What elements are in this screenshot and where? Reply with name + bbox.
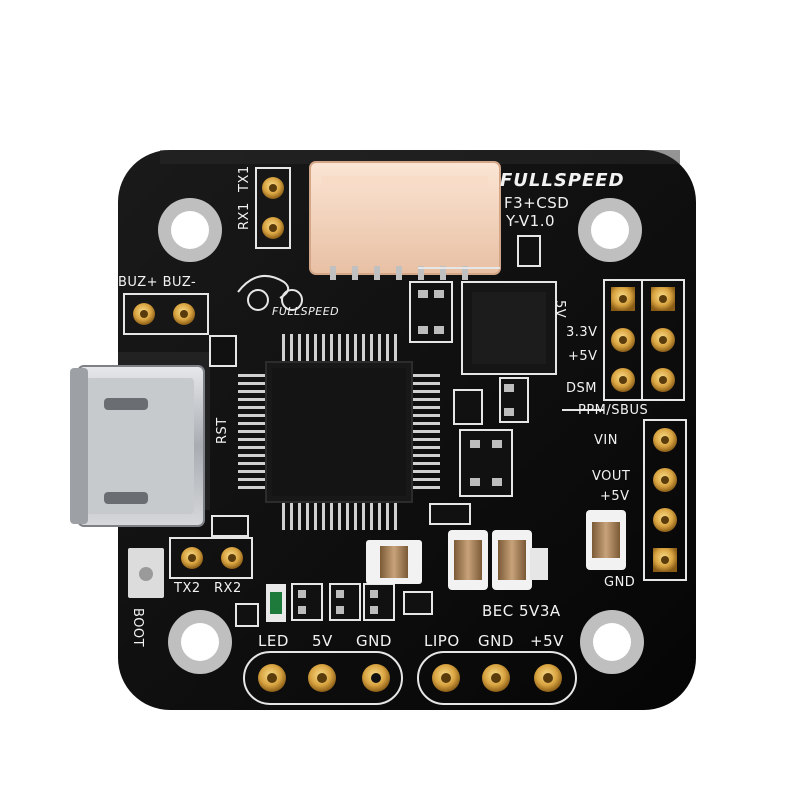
bec-label: BEC 5V3A [482, 602, 561, 620]
smd-components [209, 235, 541, 627]
buzzer-label: BUZ+ BUZ- [118, 275, 197, 290]
bec-gnd-label: GND [478, 632, 514, 650]
uart1-pads [255, 167, 291, 249]
receiver-pads [603, 279, 685, 401]
rst-label: RST [215, 417, 230, 444]
vin-label: VIN [594, 433, 618, 448]
led-label: LED [258, 632, 289, 650]
boot-label: BOOT [130, 608, 145, 648]
right-5v-label: +5V [568, 349, 598, 364]
lipo-label: LIPO [424, 632, 460, 650]
boot-button [128, 548, 164, 598]
mounting-holes [158, 198, 644, 674]
mcu-pins-top [282, 334, 397, 362]
model-label: F3+CSD [504, 194, 570, 212]
mcu-pins-right [412, 374, 440, 489]
3v3-label: 3.3V [566, 325, 598, 340]
vout-label: VOUT [592, 469, 631, 484]
vtx-pads [643, 419, 687, 581]
mcu-chip [238, 334, 440, 530]
mcu-pins-bottom [282, 502, 397, 530]
bec-5v-label: +5V [530, 632, 564, 650]
silk-lines [418, 267, 604, 411]
brand-label: FULLSPEED [500, 170, 625, 191]
capacitors [266, 510, 626, 622]
micro-usb-port [70, 352, 210, 527]
tx1-label: TX1 [237, 165, 252, 192]
rx1-label: RX1 [237, 202, 252, 230]
lipo-pads [417, 651, 577, 705]
buzzer-pads [123, 293, 209, 335]
chip-pads [298, 290, 514, 614]
led-power-pads [243, 651, 403, 705]
brand-logo [237, 274, 303, 311]
logo-text: FULLSPEED [272, 305, 340, 318]
vout-5v-label: +5V [600, 489, 630, 504]
dsm-label: DSM [566, 381, 597, 396]
jst-connector [309, 161, 501, 280]
5v-label: 5V [312, 632, 333, 650]
gyro-chip [461, 281, 557, 375]
gnd-label: GND [356, 632, 392, 650]
mcu-pins-left [238, 374, 266, 489]
rx2-label: RX2 [214, 581, 242, 596]
side-5v-label: 5V [552, 300, 567, 319]
ppm-sbus-label: PPM/SBUS [578, 403, 649, 418]
tx2-label: TX2 [174, 581, 201, 596]
uart2-pads [169, 537, 253, 579]
version-label: Y-V1.0 [506, 212, 556, 230]
right-gnd-label: GND [604, 575, 636, 590]
